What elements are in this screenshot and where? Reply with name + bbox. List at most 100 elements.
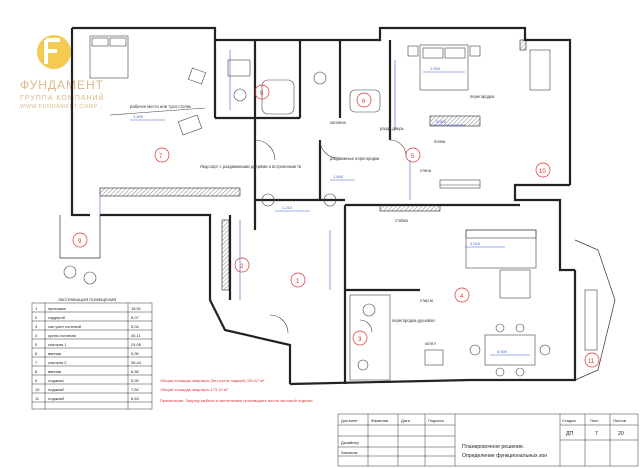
annotations: рабочее место или туал.столик Ледсоорт с… (130, 94, 495, 346)
col-sign: Подпись (428, 418, 444, 423)
expl-row-num: 6 (35, 351, 38, 356)
expl-row-name: ванная (48, 351, 61, 356)
col-surname: Фамилия (371, 418, 388, 423)
dim-label: 1.900 (430, 66, 441, 71)
col-doc: Док.мент (341, 418, 358, 423)
expl-row-num: 3 (35, 324, 38, 329)
sheet-value: 7 (595, 431, 598, 437)
sheets-value: 20 (618, 431, 624, 437)
expl-row-num: 11 (35, 396, 40, 401)
row-client: Заказчик (341, 450, 358, 455)
counter-hatch (379, 204, 441, 212)
note-partition-shower: перегородка-душевая (392, 318, 435, 323)
stage-label: Стадия (562, 418, 576, 423)
room-number-4: 4 (460, 294, 464, 300)
expl-row-name: прихожая (48, 306, 66, 311)
row-designer: Дизайнер (341, 440, 360, 445)
expl-row-num: 8 (35, 369, 38, 374)
sheets-label: Листов (613, 418, 626, 423)
col-date: Дата (401, 418, 411, 423)
shelf-hatch (429, 115, 481, 127)
expl-row-area: 36,44 (131, 360, 142, 365)
dim-label: 1.400 (133, 114, 144, 119)
logo-name: ФУНДАМЕНТ (20, 78, 104, 92)
expl-row-area: 18,91 (131, 306, 142, 311)
expl-row-name: спальня 2 (48, 360, 67, 365)
column-hatch (519, 39, 527, 51)
logo-url: WWW.FUNDAMENT.COMP... (20, 104, 103, 110)
plant-icon (261, 193, 275, 207)
room-number-5: 5 (411, 154, 415, 160)
room-number-3: 3 (358, 337, 362, 343)
note-total-no-loggia: Общая площадь квартиры (без учета лоджий… (160, 378, 265, 383)
title-block: Док.мент Фамилия Дата Подпись Дизайнер З… (337, 413, 639, 467)
expl-row-name: лоджия2 (48, 387, 65, 392)
note-remark: Примечание: Закупку мебели и светильники… (160, 398, 313, 403)
armchair (177, 114, 203, 136)
room-markers: 7 8 5 6 10 9 2 1 4 3 11 (72, 84, 600, 368)
expl-row-area: 24,06 (131, 342, 142, 347)
bed-2 (89, 35, 129, 79)
expl-row-name: ванная (48, 369, 61, 374)
expl-row-area: 6,07 (131, 315, 140, 320)
expl-row-name: лоджия3 (48, 396, 65, 401)
logo-group: ГРУППА КОМПАНИЙ (20, 93, 105, 102)
expl-row-name: гардероб (48, 315, 66, 320)
dining-table (484, 334, 536, 366)
expl-row-area: 5,04 (131, 324, 140, 329)
project-line-2: Определение функциональных зон (462, 453, 547, 459)
expl-row-area: 6,63 (131, 396, 140, 401)
note-sliding-door: раздв.дверь (380, 126, 405, 131)
furniture (63, 35, 598, 381)
dim-label: 1.640 (333, 174, 344, 179)
note-column: колонна (330, 120, 347, 125)
loggia-furniture (529, 49, 551, 91)
note-workplace: рабочее место или туал.столик (130, 104, 191, 109)
note-boiler: котёл (425, 341, 436, 346)
note-counter: стойка (395, 218, 409, 223)
tv-shelving-hatch (99, 187, 241, 197)
logo-f-icon (44, 38, 60, 64)
company-logo: ФУНДАМЕНТ ГРУППА КОМПАНИЙ WWW.FUNDAMENT.… (20, 35, 105, 110)
expl-row-name: лоджия1 (48, 378, 65, 383)
expl-row-num: 10 (35, 387, 40, 392)
expl-row-name: сан.узел гостевой (48, 324, 81, 329)
room-number-6: 6 (362, 99, 366, 105)
kitchen-counter (349, 294, 391, 381)
bathtub (261, 79, 295, 115)
explication-title: ЭКСПЛИКАЦИЯ ПОМЕЩЕНИЙ (58, 297, 116, 302)
expl-row-name: спальня 1 (48, 342, 67, 347)
room-number-1: 1 (296, 279, 300, 285)
room-number-8: 8 (260, 91, 264, 97)
expl-row-area: 5,90 (131, 378, 140, 383)
expl-row-num: 1 (35, 306, 38, 311)
room-number-2: 2 (240, 264, 244, 270)
room-number-10: 10 (539, 169, 546, 175)
dim-label: 3.900 (436, 119, 447, 124)
note-shelf: полка (434, 139, 446, 144)
dim-label: 1.210 (282, 205, 293, 210)
expl-row-num: 7 (35, 360, 38, 365)
dimensions: 1.400 3.900 1.900 1.210 6.000 1.640 2.01… (99, 50, 530, 356)
project-line-1: Планировочное решение. (462, 444, 524, 450)
note-washer: стир.м (420, 298, 433, 303)
expl-row-area: 7,52 (131, 387, 140, 392)
expl-row-name: кухня-гостиная (48, 333, 76, 338)
wardrobe-hatch (221, 219, 230, 291)
expl-row-area: 5,90 (131, 351, 140, 356)
dim-label: 2.010 (470, 241, 481, 246)
inner-walls (213, 40, 420, 300)
sofa (465, 229, 537, 269)
note-total: Общая площадь квартиры 173,10 м² (160, 387, 229, 392)
room-number-7: 7 (159, 154, 163, 160)
sheet-label: Лист (590, 418, 599, 423)
expl-row-num: 5 (35, 342, 38, 347)
expl-row-area: 6,56 (131, 369, 140, 374)
stage-value: ДП (566, 431, 574, 437)
expl-row-num: 9 (35, 378, 38, 383)
stove (424, 349, 444, 366)
dim-label: 6.000 (497, 349, 508, 354)
toilet-icon (313, 71, 327, 85)
